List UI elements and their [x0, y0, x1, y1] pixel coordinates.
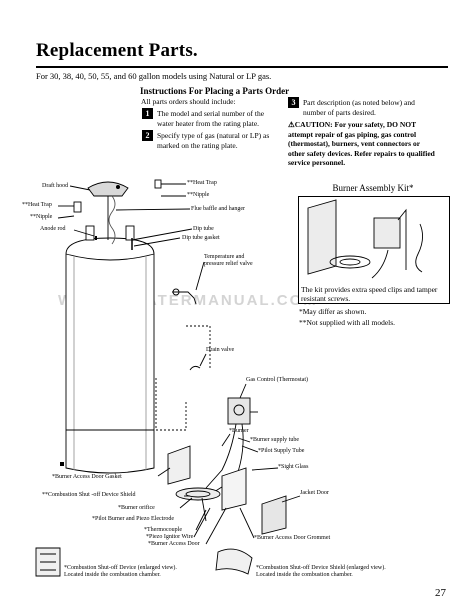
note-not-supplied: **Not supplied with all models.: [299, 318, 396, 327]
label-burner-supply-tube: *Burner supply tube: [250, 437, 299, 443]
page-title: Replacement Parts.: [36, 40, 198, 61]
label-draft-hood: Draft hood: [42, 183, 69, 189]
warning-icon: ⚠: [288, 120, 295, 129]
kit-caption: The kit provides extra speed clips and t…: [301, 285, 438, 303]
kit-title: Burner Assembly Kit*: [332, 183, 414, 193]
label-burner-orifice: *Burner orifice: [118, 505, 155, 511]
instructions-heading: Instructions For Placing a Parts Order: [140, 86, 290, 96]
label-tp-valve: Temperature and pressure relief valve: [204, 254, 253, 267]
title-rule: [36, 66, 448, 68]
label-pilot-burner: *Pilot Burner and Piezo Electrode: [92, 516, 174, 522]
page-number: 27: [435, 587, 446, 599]
label-drain-valve: Drain valve: [206, 347, 235, 353]
step-2-number: 2: [142, 130, 153, 141]
step-1-text: The model and serial number of the water…: [157, 109, 265, 128]
step-2-text: Specify type of gas (natural or LP) as m…: [157, 131, 270, 150]
caution-text: ⚠CAUTION: For your safety, DO NOT attemp…: [288, 120, 435, 167]
note-may-differ: *May differ as shown.: [299, 307, 367, 316]
label-sight-glass: *Sight Glass: [278, 464, 309, 470]
label-burner-access-door-gasket: *Burner Access Door Gasket: [52, 474, 122, 480]
label-dip-tube-gasket: Dip tube gasket: [182, 235, 220, 241]
label-combustion-device: *Combustion Shut-off Device (enlarged vi…: [64, 565, 177, 578]
label-nipple-right: **Nipple: [187, 192, 210, 198]
label-gas-control: Gas Control (Thermostat): [246, 377, 308, 383]
label-combustion-shutoff-shield: **Combustion Shut -off Device Shield: [42, 492, 136, 498]
instructions-intro: All parts orders should include:: [141, 97, 236, 106]
step-3-text: Part description (as noted below) and nu…: [303, 98, 415, 117]
label-heat-trap-left: **Heat Trap: [22, 202, 52, 208]
label-burner-access-door-grommet: *Burner Access Door Grommet: [254, 535, 331, 541]
label-heat-trap-right: **Heat Trap: [187, 180, 217, 186]
step-3-number: 3: [288, 97, 299, 108]
label-nipple-left: **Nipple: [30, 214, 53, 220]
label-burner-access-door: *Burner Access Door: [148, 541, 200, 547]
label-combustion-shield: *Combustion Shut-off Device Shield (enla…: [256, 565, 386, 578]
label-piezo-wire: *Piezo Ignitor Wire: [146, 534, 194, 540]
step-1-number: 1: [142, 108, 153, 119]
label-anode-rod: Anode rod: [40, 226, 66, 232]
label-thermocouple: *Thermocouple: [144, 527, 182, 533]
label-dip-tube: Dip tube: [193, 226, 214, 232]
page-subtitle: For 30, 38, 40, 50, 55, and 60 gallon mo…: [36, 71, 272, 81]
label-jacket-door: Jacket Door: [300, 490, 329, 496]
label-pilot-supply-tube: *Pilot Supply Tube: [258, 448, 305, 454]
label-flue-baffle: Flue baffle and hanger: [191, 206, 246, 212]
label-burner: *Burner: [229, 428, 249, 434]
